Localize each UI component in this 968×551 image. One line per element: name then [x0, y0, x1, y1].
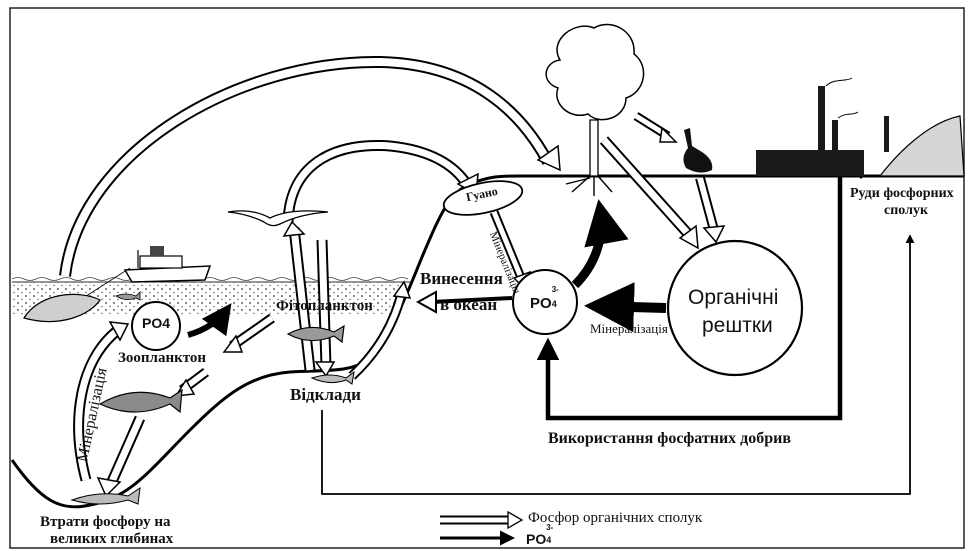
po4-land-main: PO — [530, 295, 552, 312]
ores-label-line1: Руди фосфорних — [850, 186, 954, 201]
fish-small-icon — [288, 326, 344, 342]
legend-phosphate-sub: 4 — [546, 536, 551, 546]
phytoplankton-label: Фітопланктон — [276, 298, 373, 315]
legend-hollow-arrow-icon — [440, 512, 522, 528]
factory-icon — [756, 78, 889, 176]
export-label-line1: Винесення — [420, 270, 503, 289]
seabird-icon — [228, 211, 328, 226]
arrow-tree-to-rabbit — [636, 116, 676, 142]
organic-remains-label-line2: рештки — [702, 314, 773, 337]
arrow-rabbit-to-organic — [700, 178, 724, 242]
losses-label-line1: Втрати фосфору на — [40, 514, 171, 531]
arrow-phyto-to-zoo — [224, 318, 272, 352]
legend-organic-label: Фосфор органічних сполук — [528, 510, 702, 527]
sediments-label: Відклади — [290, 386, 361, 405]
zooplankton-label: Зоопланктон — [118, 350, 206, 367]
organic-remains-label-line1: Органічні — [688, 286, 778, 309]
losses-label-line2: великих глибинах — [50, 531, 173, 548]
ore-heap-icon — [880, 116, 964, 176]
po4-land-sup: 3- — [552, 286, 559, 295]
export-label-line2: в океан — [440, 296, 497, 315]
fish-large-icon — [100, 390, 182, 412]
arrow-po4-to-tree — [575, 208, 601, 285]
legend-phosphate-main: PO — [526, 531, 546, 547]
organic-mineralization-label: Мінералізація — [590, 322, 668, 336]
fish-sediment-icon — [312, 372, 354, 384]
po4-ocean-label: PO4 — [142, 316, 170, 331]
ores-label-line2: сполук — [884, 203, 928, 218]
rabbit-icon — [683, 128, 712, 173]
fertilizer-use-label: Використання фосфатних добрив — [548, 430, 791, 448]
arrow-organic-to-po4 — [594, 306, 666, 308]
arrow-sediments-to-ores — [322, 236, 910, 494]
po4-land-sub: 4 — [552, 300, 557, 310]
legend-phosphate-sup: 3- — [546, 524, 553, 533]
